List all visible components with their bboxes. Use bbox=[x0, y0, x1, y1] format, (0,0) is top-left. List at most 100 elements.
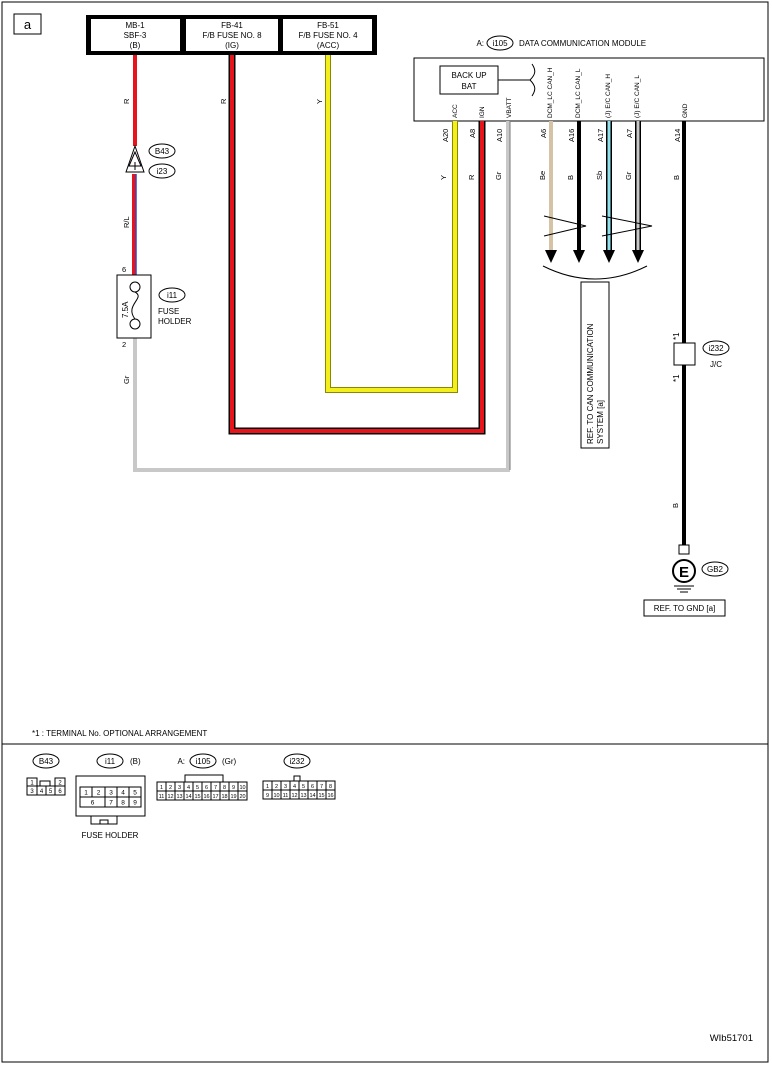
svg-text:4: 4 bbox=[40, 789, 44, 795]
i232-pin-number: 7 bbox=[320, 784, 323, 790]
fuse-box-2-id: FB-41 bbox=[221, 21, 243, 30]
svg-text:5: 5 bbox=[133, 790, 137, 797]
i23-oval bbox=[148, 163, 176, 179]
i105-pin-number: 2 bbox=[169, 785, 172, 791]
fuse-box-2-rating: (IG) bbox=[225, 41, 239, 50]
fuse-terminal-bottom bbox=[129, 318, 141, 330]
svg-text:6: 6 bbox=[91, 800, 95, 807]
i232-pin-number: 3 bbox=[284, 784, 287, 790]
wire-label-gnd-lower: B bbox=[671, 503, 680, 508]
i105-pin-number: 9 bbox=[232, 785, 235, 791]
pin-number-a16: A16 bbox=[567, 129, 576, 142]
i105-pin-number: 17 bbox=[212, 794, 218, 800]
i232-pin-number: 4 bbox=[293, 784, 296, 790]
jc-star-bottom: *1 bbox=[672, 374, 681, 382]
wire-label-mb-top: R bbox=[122, 98, 131, 104]
fuse-terminal-top bbox=[129, 281, 141, 293]
bottom-i11-color: (B) bbox=[130, 757, 141, 766]
wire-fb41-red bbox=[230, 55, 484, 433]
pin-number-a20: A20 bbox=[441, 129, 450, 142]
fuse-box-1-id: MB-1 bbox=[125, 21, 145, 30]
ref-can-box bbox=[580, 281, 610, 449]
svg-text:2: 2 bbox=[97, 790, 101, 797]
arrow-can-2 bbox=[573, 250, 585, 263]
i232-pin-number: 15 bbox=[318, 793, 324, 799]
arrow-can-4 bbox=[632, 250, 644, 263]
ref-gnd-box bbox=[643, 599, 726, 617]
svg-text:3: 3 bbox=[30, 789, 34, 795]
twisted-pair-2 bbox=[601, 215, 653, 237]
i105-pin-number: 13 bbox=[176, 794, 182, 800]
i232-pin-number: 6 bbox=[311, 784, 314, 790]
i105-pin-number: 15 bbox=[194, 794, 200, 800]
fuse-label1: FUSE bbox=[158, 307, 179, 316]
i105-pin-number: 3 bbox=[178, 785, 181, 791]
wire-label-ec-can-l: Gr bbox=[624, 171, 633, 180]
pin-number-a6: A6 bbox=[539, 129, 548, 138]
svg-text:2: 2 bbox=[58, 781, 62, 787]
pin-name-ec-can-h: (J) E/C CAN_H bbox=[605, 74, 612, 118]
ref-can-line2: SYSTEM [a] bbox=[596, 400, 605, 444]
i105-pin-number: 14 bbox=[185, 794, 191, 800]
svg-text:3: 3 bbox=[109, 790, 113, 797]
i232-pin-number: 2 bbox=[275, 784, 278, 790]
b43-label: B43 bbox=[155, 147, 170, 156]
module-connector-oval bbox=[486, 35, 514, 51]
bottom-i11-oval bbox=[96, 753, 124, 769]
b43-face: 1 2 3 4 5 6 bbox=[26, 777, 66, 796]
fuse-label2: HOLDER bbox=[158, 317, 192, 326]
gnd-terminal bbox=[678, 544, 690, 555]
wire-label-dcm-can-l: B bbox=[566, 175, 575, 180]
gb2-oval bbox=[701, 561, 729, 577]
bottom-b43-label: B43 bbox=[39, 757, 54, 766]
svg-text:1: 1 bbox=[30, 781, 34, 787]
b43-oval bbox=[148, 143, 176, 159]
i105-pin-number: 8 bbox=[223, 785, 226, 791]
wire-label-fb41: R bbox=[219, 98, 228, 104]
i23-label: i23 bbox=[157, 167, 168, 176]
ground-circle bbox=[672, 559, 696, 583]
fuse-box-1-name: SBF-3 bbox=[124, 31, 147, 40]
module-title: DATA COMMUNICATION MODULE bbox=[519, 39, 646, 48]
fuse-box-3-rating: (ACC) bbox=[317, 41, 340, 50]
pin-name-gnd: GND bbox=[682, 103, 689, 118]
pin-number-a14: A14 bbox=[673, 129, 682, 142]
i105-pin-number: 11 bbox=[159, 794, 165, 800]
i232-pin-number: 9 bbox=[266, 793, 269, 799]
fuse-box-2-name: F/B FUSE NO. 8 bbox=[202, 31, 262, 40]
i105-pin-number: 6 bbox=[205, 785, 208, 791]
i105-pin-number: 19 bbox=[230, 794, 236, 800]
i105-pin-number: 5 bbox=[196, 785, 199, 791]
svg-text:4: 4 bbox=[121, 790, 125, 797]
module-prefix: A: bbox=[476, 39, 484, 48]
wire-label-fb51: Y bbox=[315, 99, 324, 104]
i105-pin-number: 10 bbox=[239, 785, 245, 791]
jc-box bbox=[673, 342, 696, 366]
wire-label-dcm-can-h: Be bbox=[538, 171, 547, 180]
wire-fb51-yellow bbox=[326, 55, 457, 392]
backup-line1: BACK UP bbox=[451, 71, 486, 80]
gb2-label: GB2 bbox=[707, 565, 724, 574]
ref-gnd-label: REF. TO GND [a] bbox=[654, 604, 716, 613]
module-connector: i105 bbox=[492, 39, 508, 48]
fuse-pin-bottom: 2 bbox=[122, 340, 126, 349]
bottom-i105-prefix: A: bbox=[177, 757, 185, 766]
i11-face: 1 2 3 4 5 6 7 8 9 bbox=[75, 775, 146, 825]
wire-label-ec-can-h: Sb bbox=[595, 171, 604, 180]
pin-number-a8: A8 bbox=[468, 129, 477, 138]
pin-name-ec-can-l: (J) E/C CAN_L bbox=[634, 75, 641, 118]
i105-pin-number: 1 bbox=[160, 785, 163, 791]
bottom-b43-oval bbox=[32, 753, 60, 769]
ref-can-line1: REF. TO CAN COMMUNICATION bbox=[586, 323, 595, 444]
wire-label-gnd: B bbox=[672, 175, 681, 180]
pin-name-acc: ACC bbox=[452, 104, 459, 118]
svg-text:8: 8 bbox=[121, 800, 125, 807]
arrow-can-3 bbox=[603, 250, 615, 263]
jc-label: J/C bbox=[710, 360, 722, 369]
i105-pin-number: 7 bbox=[214, 785, 217, 791]
pin-name-vbatt: VBATT bbox=[506, 98, 513, 118]
fuse-pin-top: 6 bbox=[122, 265, 126, 274]
bottom-i11-label: i11 bbox=[105, 757, 116, 766]
